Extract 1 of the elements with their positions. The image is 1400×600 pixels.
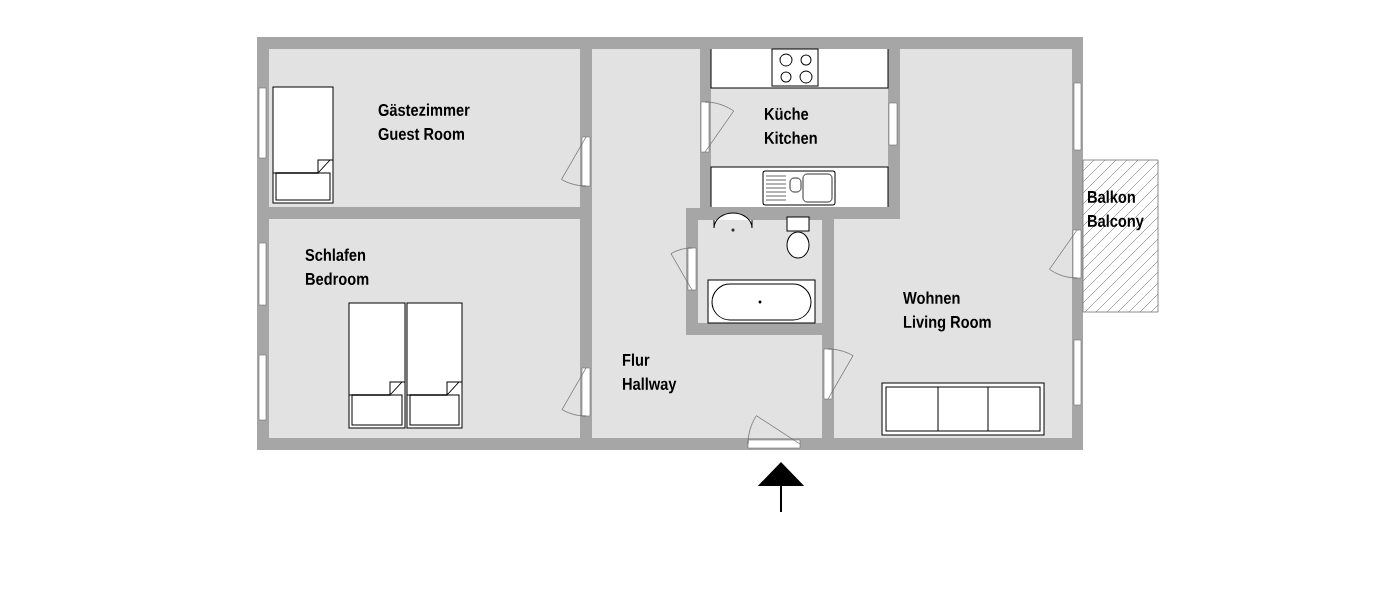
balcony: Balkon Balcony <box>1082 159 1159 313</box>
